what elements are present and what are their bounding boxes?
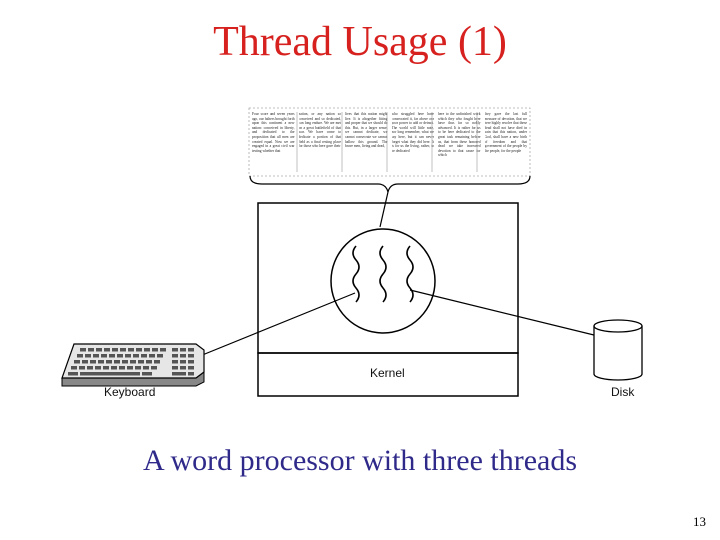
document-column: nation, or any nation so conceived and s… bbox=[298, 112, 342, 149]
thread-icon bbox=[352, 245, 360, 303]
process-box bbox=[257, 202, 519, 354]
process-circle bbox=[330, 228, 436, 334]
thread-icon bbox=[406, 245, 414, 303]
document-column: lives that this nation might live. It is… bbox=[345, 112, 388, 149]
disk-icon bbox=[593, 319, 643, 381]
slide-caption: A word processor with three threads bbox=[142, 444, 578, 477]
document-text: Four score and seven years ago, our fath… bbox=[252, 112, 527, 172]
page-number: 13 bbox=[693, 514, 706, 529]
keyboard-icon bbox=[61, 343, 205, 387]
keyboard-label: Keyboard bbox=[104, 385, 156, 399]
document-column: Four score and seven years ago, our fath… bbox=[252, 112, 295, 153]
document-column: here to the unfinished work which they w… bbox=[438, 112, 481, 158]
disk-connector bbox=[409, 289, 599, 337]
disk-label: Disk bbox=[611, 385, 635, 399]
keyboard-connector bbox=[189, 292, 356, 361]
document-column: they gave the last full measure of devot… bbox=[484, 112, 528, 153]
document-column-dividers bbox=[296, 112, 478, 172]
kernel-label: Kernel bbox=[370, 366, 405, 380]
document-boundary bbox=[248, 107, 531, 177]
thread-icon bbox=[379, 245, 387, 303]
kernel-box bbox=[257, 352, 519, 397]
slide-title: Thread Usage (1) bbox=[213, 19, 507, 65]
document-column: who struggled here have consecrated it, … bbox=[391, 112, 435, 153]
document-brace bbox=[249, 175, 531, 193]
document-connector bbox=[379, 191, 389, 228]
